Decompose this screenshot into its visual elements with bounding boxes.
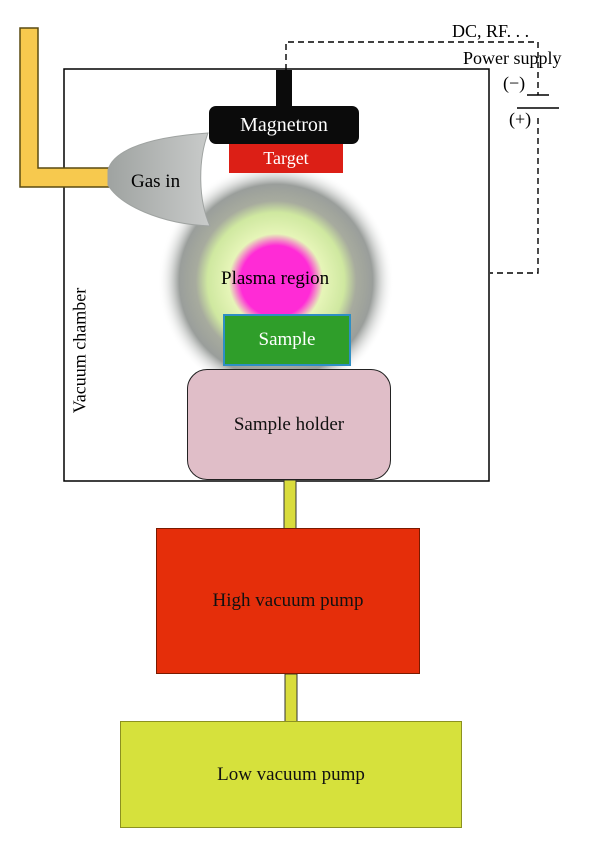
gas-cloud-shape xyxy=(107,132,211,227)
magnetron-stem xyxy=(276,70,292,107)
vacuum-chamber-label: Vacuum chamber xyxy=(69,287,90,414)
positive-terminal-label: (+) xyxy=(509,109,532,129)
vacuum-chamber-wall xyxy=(63,68,490,482)
sample-holder: Sample holder xyxy=(187,369,391,480)
target: Target xyxy=(229,144,343,173)
low-vacuum-pump: Low vacuum pump xyxy=(120,721,462,828)
sample: Sample xyxy=(223,314,351,366)
holder-to-high-pump-connector xyxy=(283,479,297,530)
plasma-region-label: Plasma region xyxy=(221,268,330,289)
high-vacuum-pump: High vacuum pump xyxy=(156,528,420,674)
negative-terminal-label: (−) xyxy=(503,73,526,93)
magnetron: Magnetron xyxy=(209,106,359,144)
gas-inlet-pipe xyxy=(19,27,111,188)
power-wire-top xyxy=(285,41,539,95)
power-supply-label: Power supply xyxy=(463,48,562,68)
gas-in-label: Gas in xyxy=(131,171,181,192)
power-wire-bottom xyxy=(490,118,539,274)
high-to-low-pump-connector xyxy=(284,673,298,723)
power-source-label: DC, RF. . . xyxy=(452,21,530,41)
